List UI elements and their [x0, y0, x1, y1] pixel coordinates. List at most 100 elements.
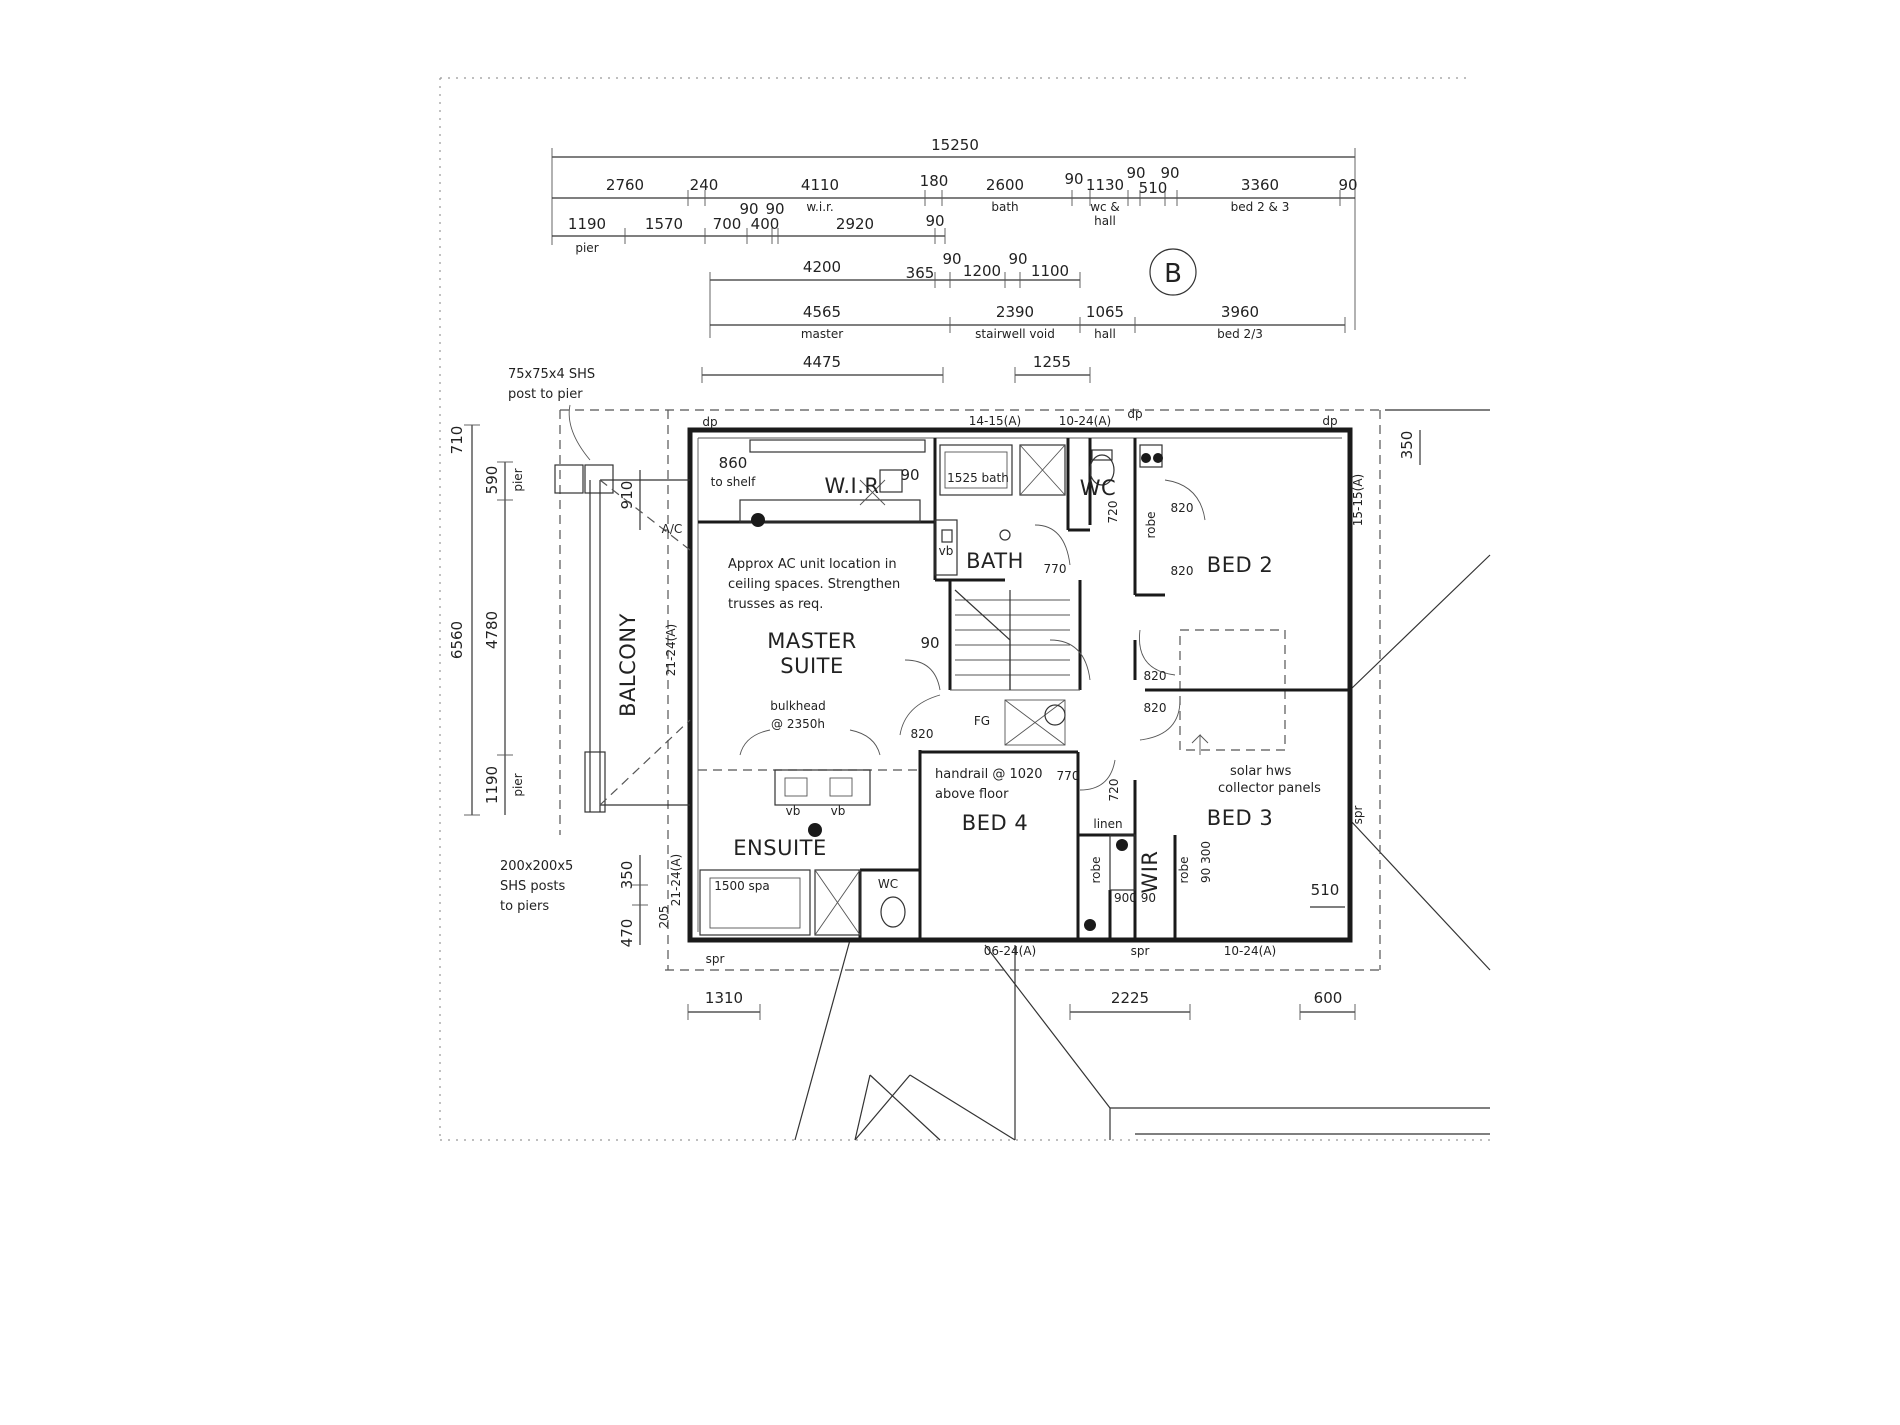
svg-text:06-24(A): 06-24(A) — [984, 944, 1036, 958]
svg-text:90: 90 — [1126, 164, 1145, 182]
svg-text:90: 90 — [1338, 176, 1357, 194]
svg-text:720: 720 — [1106, 501, 1120, 524]
room-bed4: BED 4 — [962, 811, 1028, 835]
room-bath: BATH — [966, 549, 1024, 573]
svg-text:205: 205 — [657, 906, 671, 929]
svg-text:to shelf: to shelf — [711, 475, 756, 489]
svg-text:spr: spr — [706, 952, 725, 966]
svg-text:bed 2/3: bed 2/3 — [1217, 327, 1263, 341]
roof-lines — [794, 409, 1491, 1141]
svg-text:90: 90 — [739, 200, 758, 218]
svg-text:200x200x5: 200x200x5 — [500, 859, 573, 874]
svg-text:bed 2 & 3: bed 2 & 3 — [1231, 200, 1290, 214]
room-master-line2: SUITE — [780, 654, 844, 678]
svg-text:90: 90 — [920, 634, 939, 652]
svg-text:14-15(A): 14-15(A) — [969, 414, 1021, 428]
svg-text:600: 600 — [1314, 989, 1343, 1007]
svg-text:1130: 1130 — [1086, 176, 1124, 194]
svg-text:solar hws: solar hws — [1230, 764, 1292, 779]
svg-text:pier: pier — [575, 241, 598, 255]
svg-text:vb: vb — [831, 804, 846, 818]
room-bed2: BED 2 — [1207, 553, 1273, 577]
svg-text:90: 90 — [942, 250, 961, 268]
svg-text:900 90: 900 90 — [1114, 891, 1156, 905]
svg-text:trusses as req.: trusses as req. — [728, 597, 823, 612]
svg-text:2760: 2760 — [606, 176, 644, 194]
section-marker: B — [1149, 248, 1197, 296]
balcony: BALCONY 21-24(A) — [554, 464, 691, 813]
svg-text:820: 820 — [911, 727, 934, 741]
svg-text:4475: 4475 — [803, 353, 841, 371]
svg-text:15-15(A): 15-15(A) — [1351, 474, 1365, 526]
svg-text:bath: bath — [991, 200, 1018, 214]
svg-text:710: 710 — [448, 426, 466, 455]
svg-text:@ 2350h: @ 2350h — [771, 717, 825, 731]
room-ensuite: ENSUITE — [733, 836, 826, 860]
svg-text:linen: linen — [1093, 817, 1122, 831]
svg-text:w.i.r.: w.i.r. — [806, 200, 833, 214]
svg-text:10-24(A): 10-24(A) — [1059, 414, 1111, 428]
svg-text:robe: robe — [1089, 856, 1103, 883]
svg-text:SHS posts: SHS posts — [500, 879, 565, 894]
room-master-line1: MASTER — [767, 629, 857, 653]
room-wc: WC — [1080, 476, 1116, 500]
svg-text:FG: FG — [974, 714, 990, 728]
svg-text:robe: robe — [1177, 856, 1191, 883]
svg-text:820: 820 — [1144, 669, 1167, 683]
svg-text:vb: vb — [786, 804, 801, 818]
svg-text:A/C: A/C — [662, 522, 683, 536]
top-dimensions: 15250 2760 240 4110 180 2600 90 1130 90 … — [551, 136, 1358, 383]
svg-text:pier: pier — [511, 468, 525, 491]
stairs — [954, 589, 1070, 690]
svg-text:dp: dp — [1127, 407, 1142, 421]
svg-text:910: 910 — [618, 481, 636, 510]
svg-text:21-24(A): 21-24(A) — [669, 854, 683, 906]
svg-text:4565: 4565 — [803, 303, 841, 321]
svg-text:pier: pier — [511, 773, 525, 796]
svg-text:ceiling spaces. Strengthen: ceiling spaces. Strengthen — [728, 577, 900, 592]
svg-text:1190: 1190 — [483, 766, 501, 804]
svg-text:wc &: wc & — [1090, 200, 1120, 214]
svg-text:10-24(A): 10-24(A) — [1224, 944, 1276, 958]
svg-text:90: 90 — [1064, 170, 1083, 188]
svg-text:350: 350 — [618, 861, 636, 890]
fixtures — [699, 439, 1345, 936]
svg-text:90: 90 — [925, 212, 944, 230]
svg-text:90: 90 — [1160, 164, 1179, 182]
svg-text:1100: 1100 — [1031, 262, 1069, 280]
svg-text:470: 470 — [618, 919, 636, 948]
svg-text:above floor: above floor — [935, 787, 1009, 802]
exterior-walls — [687, 427, 1353, 943]
room-bed3: BED 3 — [1207, 806, 1273, 830]
svg-text:820: 820 — [1171, 564, 1194, 578]
svg-text:510: 510 — [1311, 881, 1340, 899]
room-wir2: WIR — [1138, 850, 1162, 893]
room-labels: W.I.R BATH WC BED 2 MASTER SUITE BED 4 B… — [733, 474, 1273, 894]
svg-text:1500 spa: 1500 spa — [714, 879, 770, 893]
svg-text:2920: 2920 — [836, 215, 874, 233]
svg-text:720: 720 — [1107, 779, 1121, 802]
svg-text:820: 820 — [1171, 501, 1194, 515]
room-wir: W.I.R — [825, 474, 880, 498]
svg-text:1570: 1570 — [645, 215, 683, 233]
svg-text:820: 820 — [1144, 701, 1167, 715]
svg-text:2390: 2390 — [996, 303, 1034, 321]
dim-row4-ticks — [949, 317, 1346, 333]
svg-text:2600: 2600 — [986, 176, 1024, 194]
svg-text:1190: 1190 — [568, 215, 606, 233]
window-labels: dp 14-15(A) 10-24(A) dp dp 06-24(A) 10-2… — [669, 407, 1338, 958]
svg-text:hall: hall — [1094, 327, 1116, 341]
annotations: 75x75x4 SHS post to pier 200x200x5 SHS p… — [500, 367, 1365, 966]
svg-text:stairwell void: stairwell void — [975, 327, 1055, 341]
right-dimensions: 350 15-15(A) 510 — [1310, 430, 1421, 908]
svg-text:master: master — [801, 327, 843, 341]
svg-text:post to pier: post to pier — [508, 387, 583, 402]
svg-text:2225: 2225 — [1111, 989, 1149, 1007]
svg-text:dp: dp — [1322, 414, 1337, 428]
svg-text:180: 180 — [920, 172, 949, 190]
svg-text:bulkhead: bulkhead — [770, 699, 825, 713]
svg-text:robe: robe — [1144, 511, 1158, 538]
svg-text:1310: 1310 — [705, 989, 743, 1007]
svg-text:Approx AC unit location in: Approx AC unit location in — [728, 557, 897, 572]
